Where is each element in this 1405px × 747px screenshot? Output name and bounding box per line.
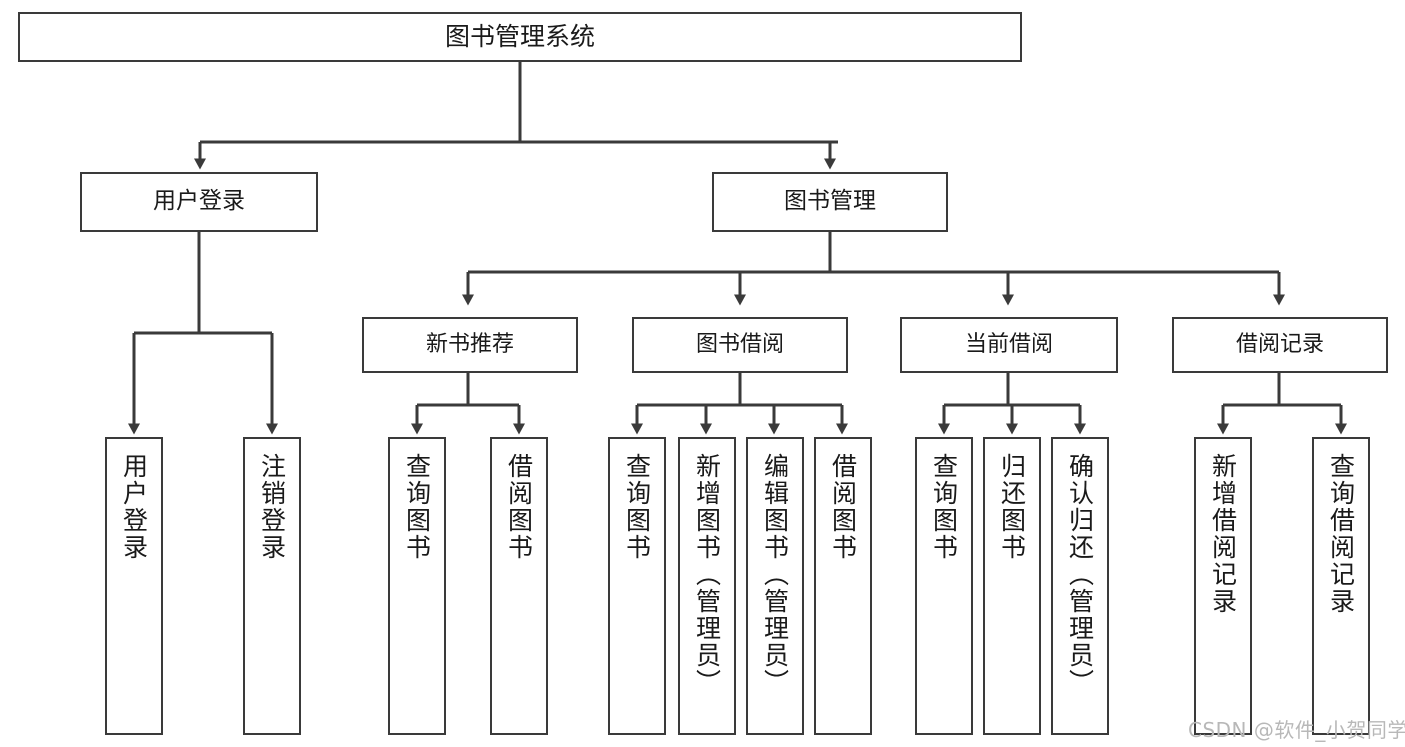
node-leaf-borrow-book-recommend-label: 借阅图书: [504, 453, 534, 561]
node-leaf-user-login-label: 用户登录: [119, 453, 149, 561]
node-leaf-add-borrow-record[interactable]: 新增借阅记录: [1194, 437, 1252, 735]
node-leaf-add-borrow-record-label: 新增借阅记录: [1208, 453, 1238, 615]
node-leaf-logout-label: 注销登录: [257, 453, 287, 561]
node-leaf-query-book-current[interactable]: 查询图书: [915, 437, 973, 735]
node-leaf-query-borrow-record-label: 查询借阅记录: [1326, 453, 1356, 615]
node-leaf-user-login[interactable]: 用户登录: [105, 437, 163, 735]
node-leaf-borrow-book-label: 借阅图书: [828, 453, 858, 561]
csdn-watermark: CSDN @软件_小贺同学: [1188, 718, 1405, 742]
node-book-borrow-label: 图书借阅: [695, 331, 784, 357]
node-current-borrow-label: 当前借阅: [964, 331, 1053, 357]
node-leaf-query-book-recommend-label: 查询图书: [402, 453, 432, 561]
node-root-system-label: 图书管理系统: [444, 22, 595, 51]
node-root-system[interactable]: 图书管理系统: [18, 12, 1022, 62]
node-book-borrow[interactable]: 图书借阅: [632, 317, 848, 373]
node-user-login-label: 用户登录: [153, 188, 245, 215]
node-leaf-query-book-recommend[interactable]: 查询图书: [388, 437, 446, 735]
node-leaf-confirm-return-admin-label: 确认归还（管理员）: [1065, 453, 1095, 696]
node-leaf-logout[interactable]: 注销登录: [243, 437, 301, 735]
node-leaf-query-book-current-label: 查询图书: [929, 453, 959, 561]
node-borrow-record[interactable]: 借阅记录: [1172, 317, 1388, 373]
node-new-book-recommend-label: 新书推荐: [425, 331, 514, 357]
node-leaf-confirm-return-admin[interactable]: 确认归还（管理员）: [1051, 437, 1109, 735]
node-book-management[interactable]: 图书管理: [712, 172, 948, 232]
node-book-management-label: 图书管理: [784, 188, 876, 215]
node-leaf-edit-book-admin[interactable]: 编辑图书（管理员）: [746, 437, 804, 735]
node-leaf-return-book[interactable]: 归还图书: [983, 437, 1041, 735]
node-leaf-query-borrow-record[interactable]: 查询借阅记录: [1312, 437, 1370, 735]
node-leaf-edit-book-admin-label: 编辑图书（管理员）: [760, 453, 790, 696]
node-leaf-add-book-admin-label: 新增图书（管理员）: [692, 453, 722, 696]
node-leaf-return-book-label: 归还图书: [997, 453, 1027, 561]
node-leaf-borrow-book[interactable]: 借阅图书: [814, 437, 872, 735]
node-current-borrow[interactable]: 当前借阅: [900, 317, 1118, 373]
node-borrow-record-label: 借阅记录: [1235, 331, 1324, 357]
node-new-book-recommend[interactable]: 新书推荐: [362, 317, 578, 373]
node-leaf-borrow-book-recommend[interactable]: 借阅图书: [490, 437, 548, 735]
node-leaf-query-book-borrow[interactable]: 查询图书: [608, 437, 666, 735]
node-user-login[interactable]: 用户登录: [80, 172, 318, 232]
node-leaf-add-book-admin[interactable]: 新增图书（管理员）: [678, 437, 736, 735]
node-leaf-query-book-borrow-label: 查询图书: [622, 453, 652, 561]
